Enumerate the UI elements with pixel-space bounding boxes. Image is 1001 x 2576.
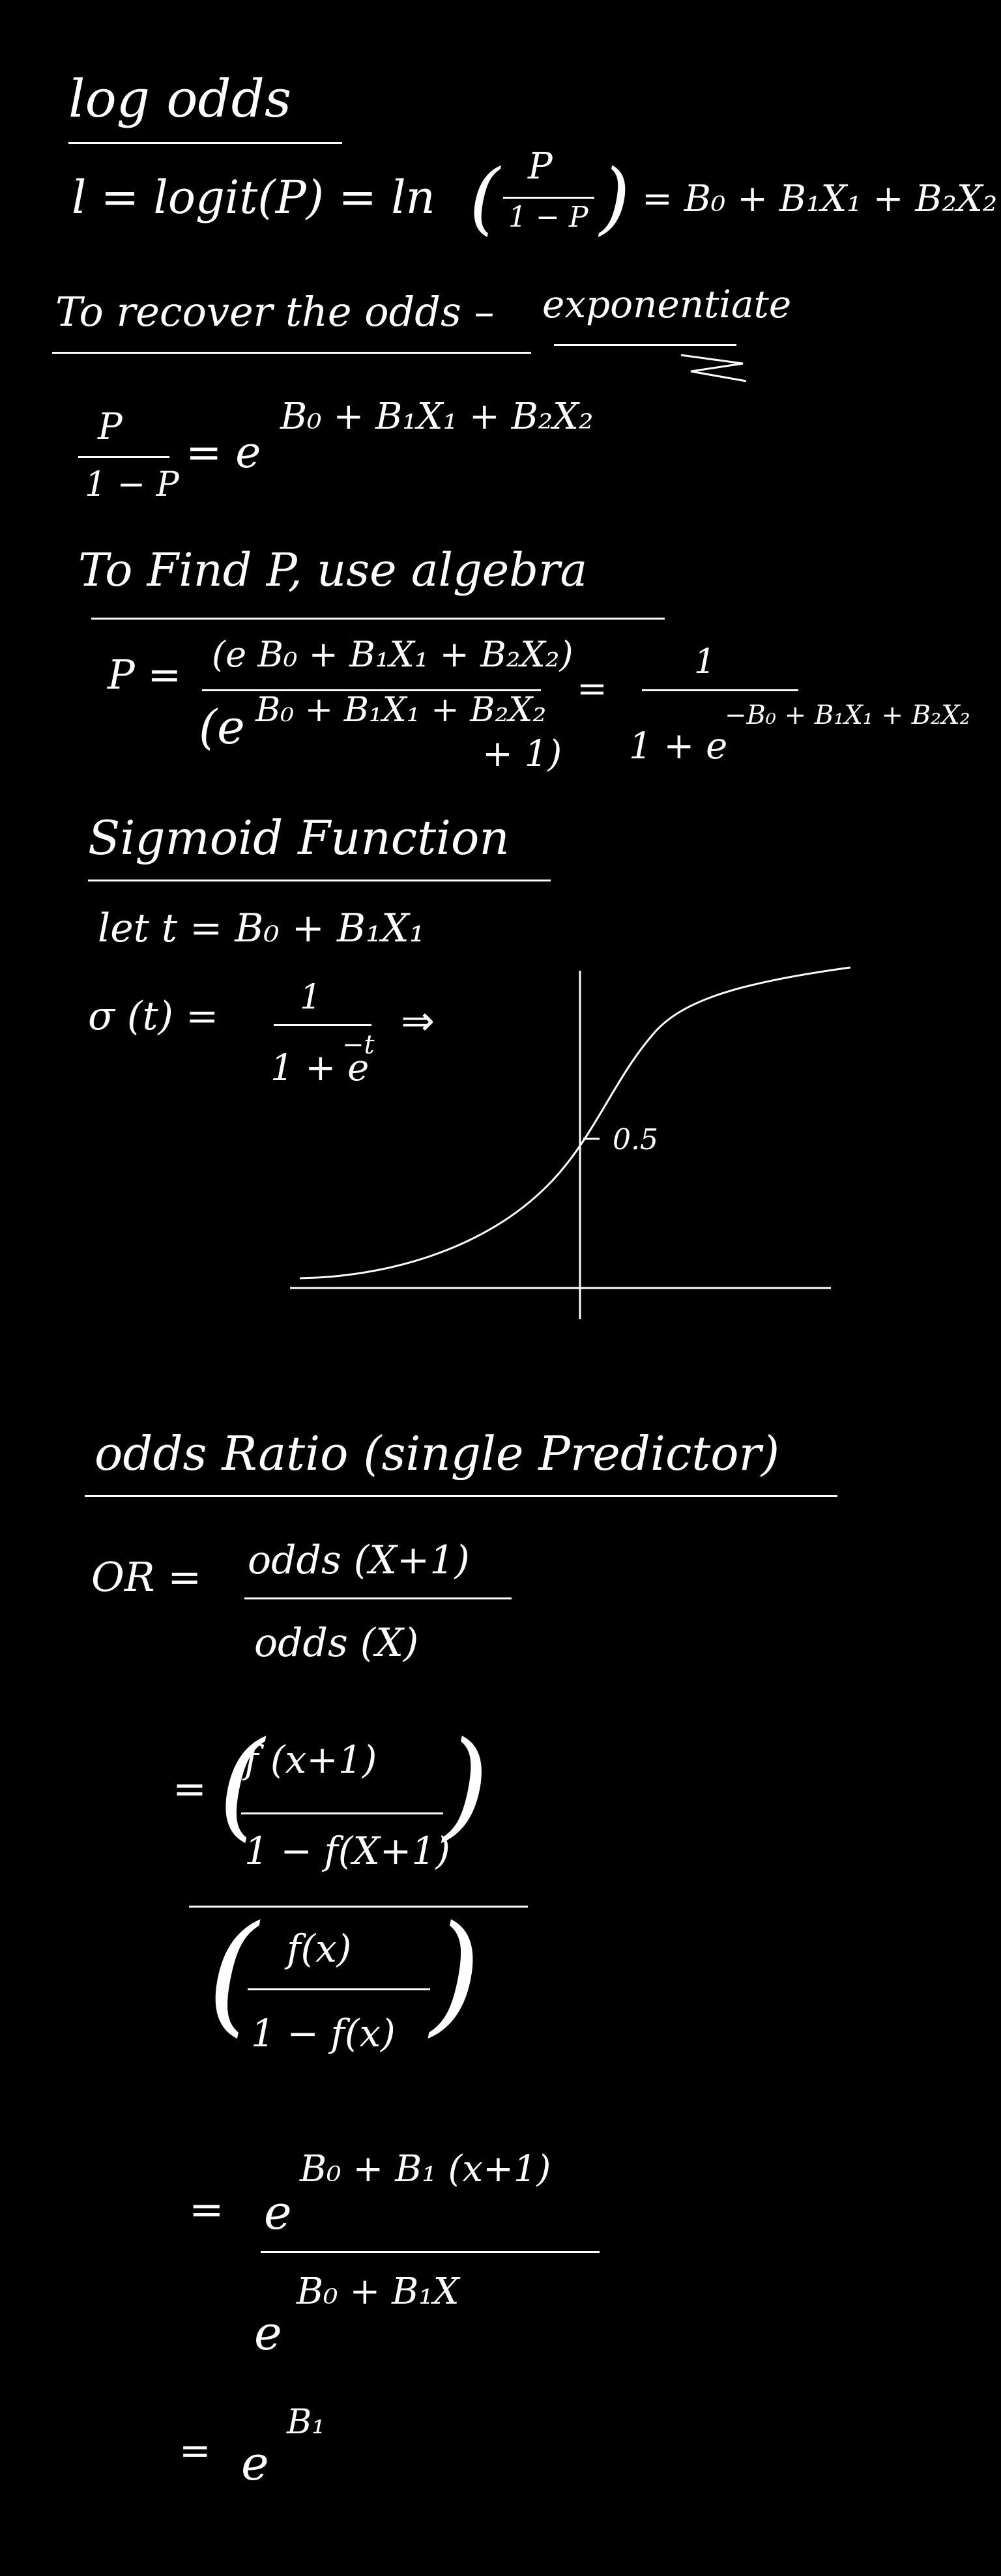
or-step3-equals: = [189, 2186, 224, 2234]
recover-frac-num: P [98, 406, 123, 448]
find-p-lhs: P = [108, 651, 182, 698]
find-p-rhs-den: 1 + e [629, 725, 728, 767]
or-step3-num-exp: B₀ + B₁ (x+1) [300, 2148, 551, 2190]
logit-equation-rhs: = B₀ + B₁X₁ + B₂X₂ [642, 178, 998, 220]
or-step4-exp: B₁ [287, 2403, 326, 2442]
sigmoid-frac-den: 1 + e [270, 1047, 370, 1089]
sigmoid-frac-exp: −t [342, 1030, 375, 1060]
heading-sigmoid: Sigmoid Function [88, 810, 510, 865]
or-step3-den-exp: B₀ + B₁X [297, 2270, 459, 2313]
or-step2-num-bot: 1 − f(X+1) [244, 1829, 450, 1873]
implies-arrow-icon: ⇒ [401, 997, 435, 1044]
heading-exponentiate: exponentiate [542, 282, 792, 326]
recover-exponent: B₀ + B₁X₁ + B₂X₂ [280, 395, 594, 438]
sigmoid-half-label: 0.5 [613, 1123, 658, 1156]
heading-underline-find-p [91, 618, 665, 620]
or-step2-den-bar [248, 1988, 430, 1990]
or-step3-bar [261, 2251, 600, 2253]
or-step2-den-open-paren: ( [207, 1898, 259, 2050]
recover-frac-den: 1 − P [85, 465, 179, 504]
recover-equals-e: = e [186, 427, 261, 478]
heading-underline-sigmoid [88, 880, 551, 881]
or-step2-den-close-paren: ) [430, 1898, 482, 2050]
or-step2-num-top: f (x+1) [244, 1738, 377, 1782]
or-step2-equals: = [173, 1765, 207, 1812]
or-numerator: odds (X+1) [248, 1538, 470, 1583]
logit-frac-num: P [528, 145, 553, 188]
find-p-rhs-exp: −B₀ + B₁X₁ + B₂X₂ [725, 700, 970, 730]
or-step2-den-bot: 1 − f(x) [251, 2011, 396, 2055]
find-p-equals-2: = [577, 668, 607, 710]
logit-open-paren: ( [469, 153, 500, 244]
find-p-frac-bar [202, 689, 541, 691]
or-step2-num-open-paren: ( [218, 1717, 265, 1853]
sigmoid-frac-bar [274, 1024, 371, 1026]
find-p-rhs-bar [642, 689, 798, 691]
heading-underline-log-odds [68, 142, 342, 144]
sigmoid-let-line: let t = B₀ + B₁X₁ [98, 906, 425, 951]
find-p-rhs-num: 1 [694, 642, 716, 681]
or-step2-num-bar [241, 1812, 443, 1814]
heading-underline-recover [52, 352, 531, 354]
or-frac-bar [244, 1597, 512, 1599]
or-step2-main-bar [189, 1906, 528, 1908]
find-p-den-exponent: B₀ + B₁X₁ + B₂X₂ [255, 691, 547, 730]
heading-recover-odds: To recover the odds – [55, 288, 495, 336]
exponentiate-underline [554, 344, 736, 346]
or-step4-base: e [241, 2436, 269, 2491]
heading-find-p: To Find P, use algebra [78, 543, 588, 597]
heading-log-odds: log odds [68, 68, 292, 129]
or-step2-num-close-paren: ) [443, 1717, 489, 1853]
find-p-numerator: (e B₀ + B₁X₁ + B₂X₂) [212, 634, 573, 675]
logit-close-paren: ) [600, 153, 630, 244]
exponentiate-squiggle [680, 354, 747, 382]
recover-frac-bar [78, 456, 169, 458]
sigmoid-lhs: σ (t) = [88, 994, 219, 1039]
or-step3-num-base: e [264, 2185, 292, 2240]
sigmoid-curve [299, 966, 851, 1280]
or-lhs: OR = [91, 1553, 202, 1601]
heading-odds-ratio: odds Ratio (single Predictor) [94, 1426, 780, 1481]
heading-underline-odds-ratio [85, 1495, 837, 1497]
or-step3-den-base: e [254, 2306, 282, 2360]
or-step2-den-top: f(x) [287, 1926, 352, 1971]
or-denominator: odds (X) [254, 1620, 419, 1666]
logit-equation-lhs: l = logit(P) = ln [72, 171, 435, 224]
logit-frac-den: 1 − P [508, 201, 588, 234]
find-p-den-tail: + 1) [482, 733, 562, 775]
find-p-den-base: (e [199, 700, 245, 754]
sigmoid-frac-num: 1 [300, 978, 322, 1017]
logit-frac-bar [503, 197, 594, 199]
or-step4-equals: = [179, 2428, 211, 2472]
sigmoid-graph [290, 966, 851, 1319]
